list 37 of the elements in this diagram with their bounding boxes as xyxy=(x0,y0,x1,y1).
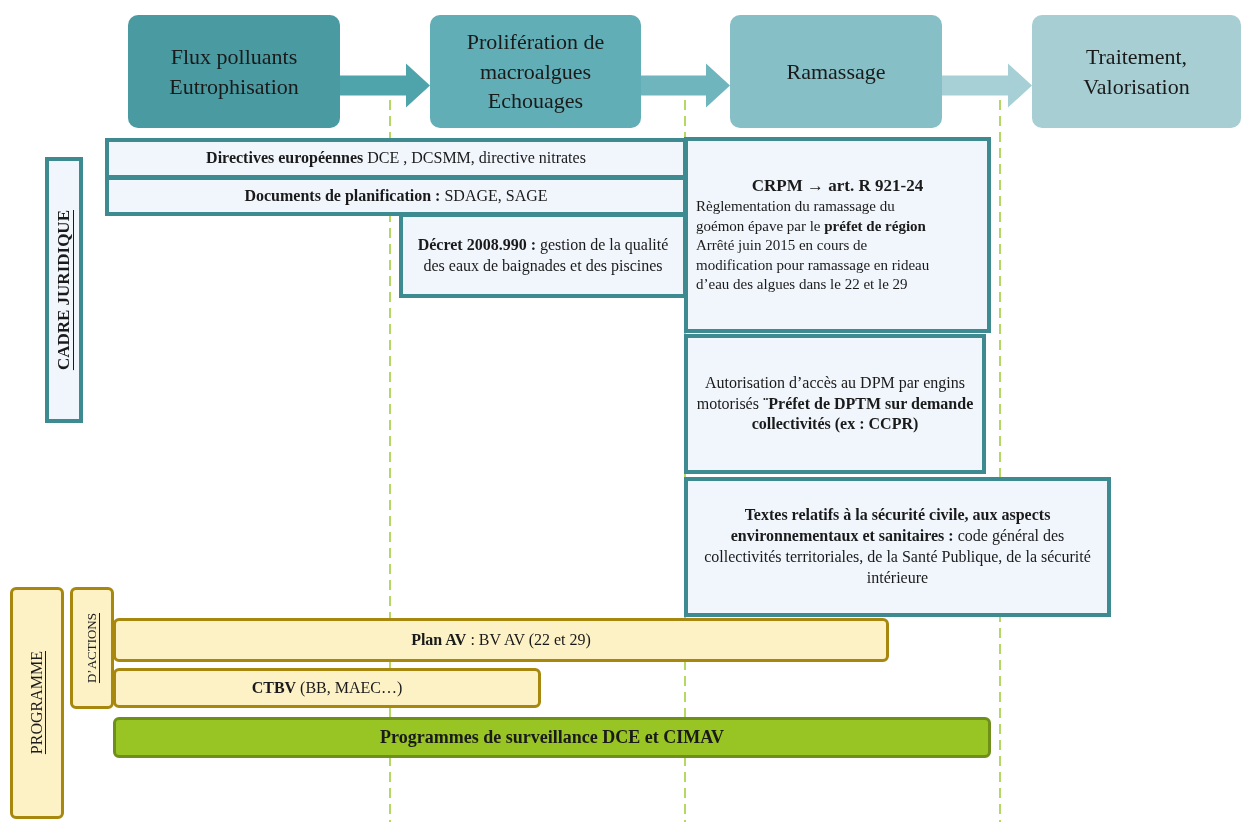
stage-box xyxy=(128,15,340,128)
legal-box xyxy=(684,137,991,333)
action-bar xyxy=(113,668,541,708)
box-text: Traitement, Valorisation xyxy=(1082,42,1191,101)
box-text: D’ACTIONS xyxy=(84,612,100,684)
stage-box xyxy=(730,15,942,128)
box-text: Arrêté juin 2015 en cours de modification pour ramassage en rideau d’eau des algues dans le 22 et le 29 xyxy=(696,236,931,295)
box-text: CTBV (BB, MAEC…) xyxy=(251,679,403,697)
box-text: PROGRAMME xyxy=(28,651,46,755)
box-text: Flux polluants Eutrophisation xyxy=(168,42,300,101)
category-box xyxy=(70,587,114,709)
legal-box xyxy=(684,477,1111,617)
action-bar xyxy=(113,618,889,662)
box-text: Autorisation d’accès au DPM par engins motorisés ¨Préfet de DPTM sur demande collectivités (ex : CCPR) xyxy=(696,372,974,435)
arrow xyxy=(942,63,1032,108)
legal-box xyxy=(105,176,687,216)
box-text: Décret 2008.990 : gestion de la qualité des eaux de baignades et des piscines xyxy=(416,234,670,277)
box-text: Textes relatifs à la sécurité civile, aux aspects environnementaux et sanitaires : code général des collectivités territoriales, de la Santé Publique, de la sécurité intérieure xyxy=(703,505,1092,588)
box-text: Ramassage xyxy=(786,57,886,86)
box-text: CRPM → art. R 921-24 xyxy=(751,175,924,198)
legal-box xyxy=(399,213,687,298)
category-box xyxy=(10,587,64,819)
legal-box xyxy=(684,334,986,474)
stage-box xyxy=(430,15,641,128)
box-text: Programmes de surveillance DCE et CIMAV xyxy=(380,727,724,748)
arrow xyxy=(340,63,430,108)
box-text: Plan AV : BV AV (22 et 29) xyxy=(411,631,591,649)
box-text: Documents de planification : SDAGE, SAGE xyxy=(244,185,548,207)
box-text: Règlementation du ramassage du goémon épave par le préfet de région xyxy=(696,197,927,236)
monitoring-bar xyxy=(113,717,991,758)
box-text: CADRE JURIDIQUE xyxy=(52,209,74,371)
box-text: Directives européennes DCE , DCSMM, directive nitrates xyxy=(206,148,586,169)
box-text: Prolifération de macroalgues Echouages xyxy=(465,27,606,116)
arrow xyxy=(641,63,730,108)
stage-box xyxy=(1032,15,1241,128)
legal-box xyxy=(105,138,687,179)
category-box xyxy=(45,157,83,423)
